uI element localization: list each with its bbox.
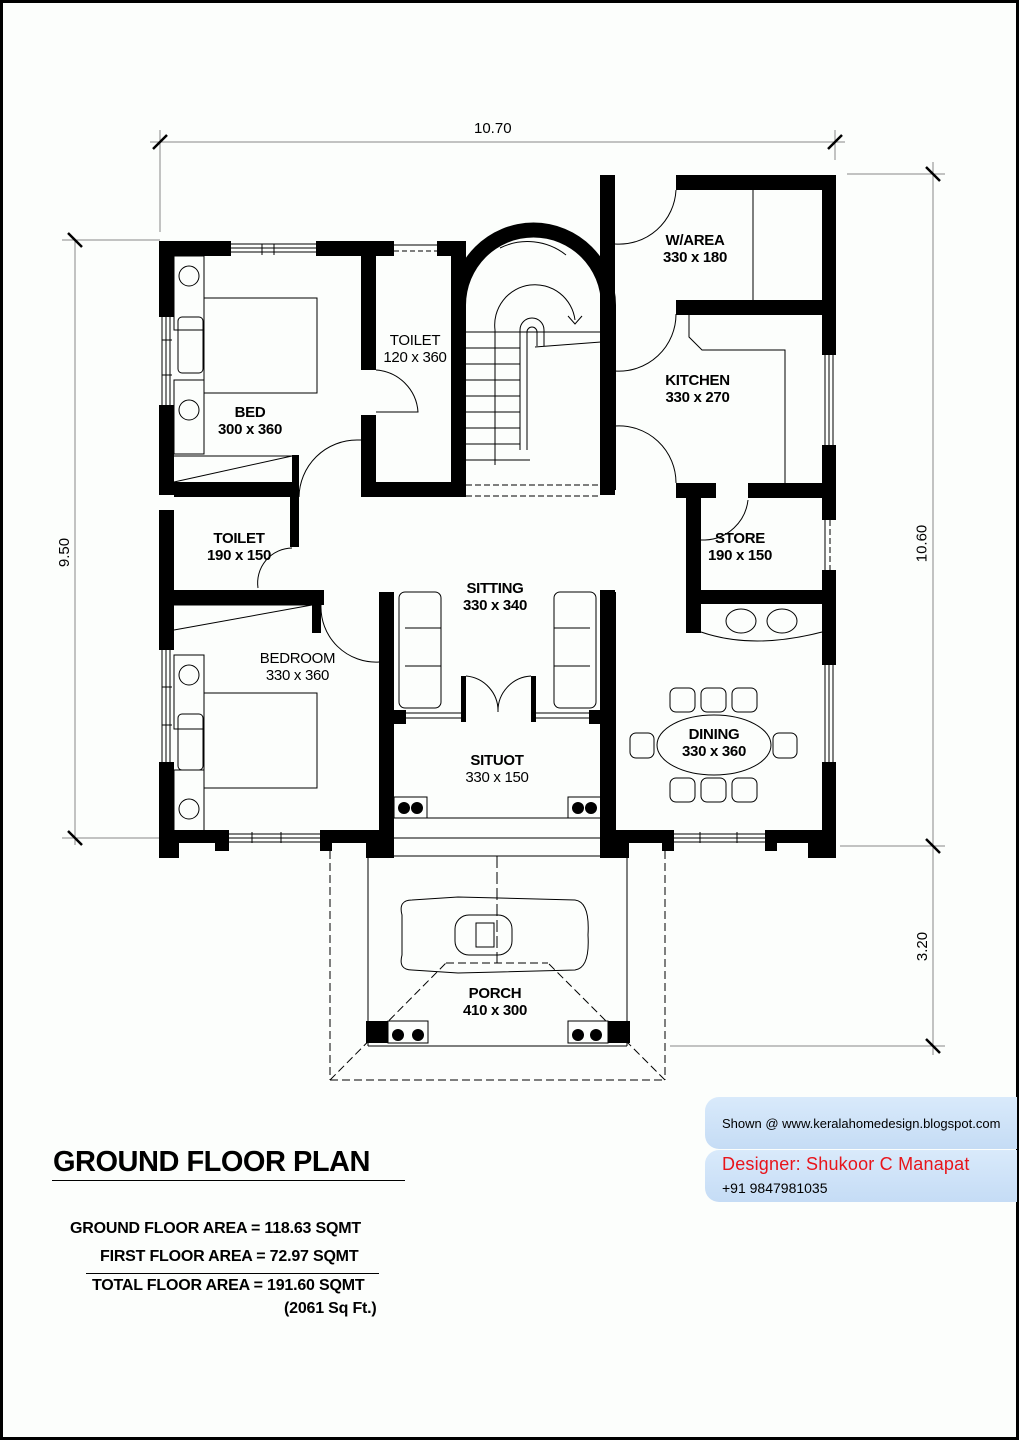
thin-lines bbox=[161, 189, 834, 1081]
room-size: 330 x 360 bbox=[265, 667, 330, 684]
room-size: 330 x 270 bbox=[665, 389, 730, 406]
room-label-store: STORE 190 x 150 bbox=[695, 530, 785, 564]
total-floor-area: TOTAL FLOOR AREA = 191.60 SQMT bbox=[92, 1277, 365, 1294]
total-floor-area-sqft: (2061 Sq Ft.) bbox=[284, 1300, 377, 1317]
room-size: 190 x 150 bbox=[206, 547, 272, 564]
ground-floor-area: GROUND FLOOR AREA = 118.63 SQMT bbox=[70, 1220, 361, 1237]
room-name: TOILET bbox=[389, 332, 441, 349]
room-label-toilet-upper: TOILET 120 x 360 bbox=[370, 332, 460, 366]
room-label-work-area: W/AREA 330 x 180 bbox=[650, 232, 740, 266]
area-sum-rule bbox=[86, 1273, 379, 1274]
room-size: 330 x 360 bbox=[681, 743, 747, 760]
first-floor-area: FIRST FLOOR AREA = 72.97 SQMT bbox=[100, 1248, 359, 1265]
room-name: PORCH bbox=[468, 985, 522, 1002]
dimension-left-depth: 9.50 bbox=[56, 537, 74, 568]
dimension-porch-depth: 3.20 bbox=[914, 931, 932, 962]
room-name: SITTING bbox=[466, 580, 524, 597]
room-name: STORE bbox=[715, 530, 765, 547]
room-label-bedroom: BEDROOM 330 x 360 bbox=[250, 650, 345, 684]
room-label-kitchen: KITCHEN 330 x 270 bbox=[650, 372, 745, 406]
room-name: TOILET bbox=[213, 530, 265, 547]
title-underline bbox=[52, 1180, 405, 1181]
room-name: KITCHEN bbox=[665, 372, 730, 389]
dimension-overall-width: 10.70 bbox=[474, 120, 512, 137]
room-size: 190 x 150 bbox=[707, 547, 773, 564]
credit-box-shown bbox=[705, 1097, 1017, 1149]
room-label-bed: BED 300 x 360 bbox=[205, 404, 295, 438]
room-label-porch: PORCH 410 x 300 bbox=[450, 985, 540, 1019]
room-size: 120 x 360 bbox=[383, 349, 447, 366]
designer-phone: +91 9847981035 bbox=[722, 1180, 828, 1196]
room-name: W/AREA bbox=[665, 232, 725, 249]
room-size: 330 x 340 bbox=[462, 597, 528, 614]
page-title: GROUND FLOOR PLAN bbox=[53, 1146, 370, 1178]
room-size: 410 x 300 bbox=[462, 1002, 528, 1019]
dimension-right-depth: 10.60 bbox=[913, 524, 931, 563]
room-label-dining: DINING 330 x 360 bbox=[669, 726, 759, 760]
room-name: BEDROOM bbox=[259, 650, 336, 667]
dimension-ticks bbox=[67, 134, 941, 1054]
room-name: DINING bbox=[688, 726, 740, 743]
credit-box-designer bbox=[705, 1150, 1017, 1202]
room-size: 330 x 180 bbox=[662, 249, 728, 266]
room-label-sitting: SITTING 330 x 340 bbox=[450, 580, 540, 614]
designer-name: Designer: Shukoor C Manapat bbox=[722, 1154, 970, 1174]
room-label-toilet-lower: TOILET 190 x 150 bbox=[194, 530, 284, 564]
shown-at-link[interactable]: Shown @ www.keralahomedesign.blogspot.co… bbox=[722, 1116, 1001, 1131]
room-size: 300 x 360 bbox=[217, 421, 283, 438]
dimension-lines bbox=[62, 130, 945, 1055]
fixture-dots bbox=[392, 802, 602, 1041]
room-size: 330 x 150 bbox=[465, 769, 529, 786]
room-label-situot: SITUOT 330 x 150 bbox=[452, 752, 542, 786]
room-name: SITUOT bbox=[470, 752, 524, 769]
room-name: BED bbox=[234, 404, 266, 421]
